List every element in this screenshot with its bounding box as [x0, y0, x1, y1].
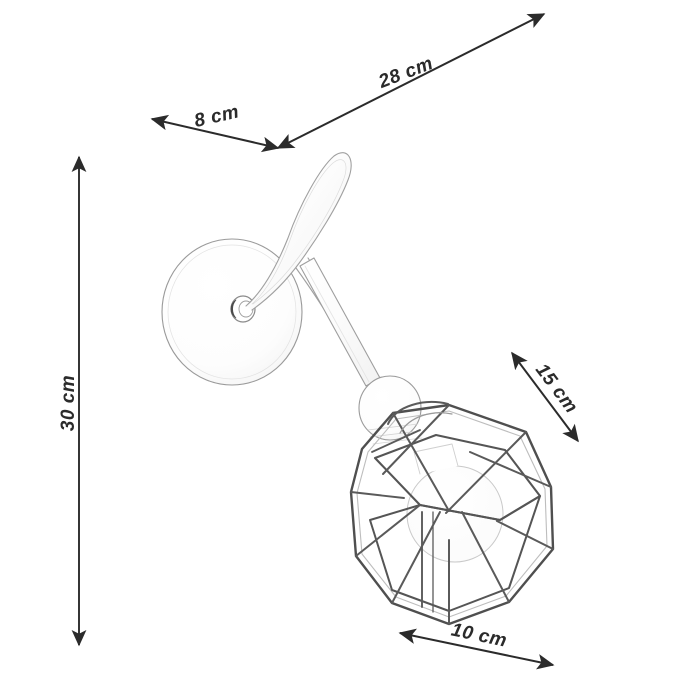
dimension-height: 30 cm [58, 155, 87, 647]
dimension-projection: 28 cm [276, 13, 546, 149]
dimension-backplate-offset: 8 cm [150, 101, 280, 153]
bulb [406, 443, 504, 563]
stem [299, 257, 381, 387]
cage-shade [349, 401, 555, 626]
dimension-label-30: 30 cm [58, 375, 79, 431]
dimension-line-15 [511, 351, 579, 443]
dimension-line-28 [276, 13, 546, 149]
dimension-label-28: 28 cm [375, 53, 436, 93]
dimension-annotations: 28 cm 8 cm 30 cm 15 cm 10 cm [58, 13, 582, 670]
dimension-line-8 [150, 114, 280, 153]
dimension-label-8: 8 cm [192, 101, 241, 132]
dimension-shade-width: 10 cm [398, 619, 555, 670]
dimension-label-10: 10 cm [449, 619, 509, 651]
dimension-shade-diagonal: 15 cm [511, 351, 582, 443]
product-illustration [161, 152, 555, 626]
dimension-line-10 [398, 628, 555, 670]
